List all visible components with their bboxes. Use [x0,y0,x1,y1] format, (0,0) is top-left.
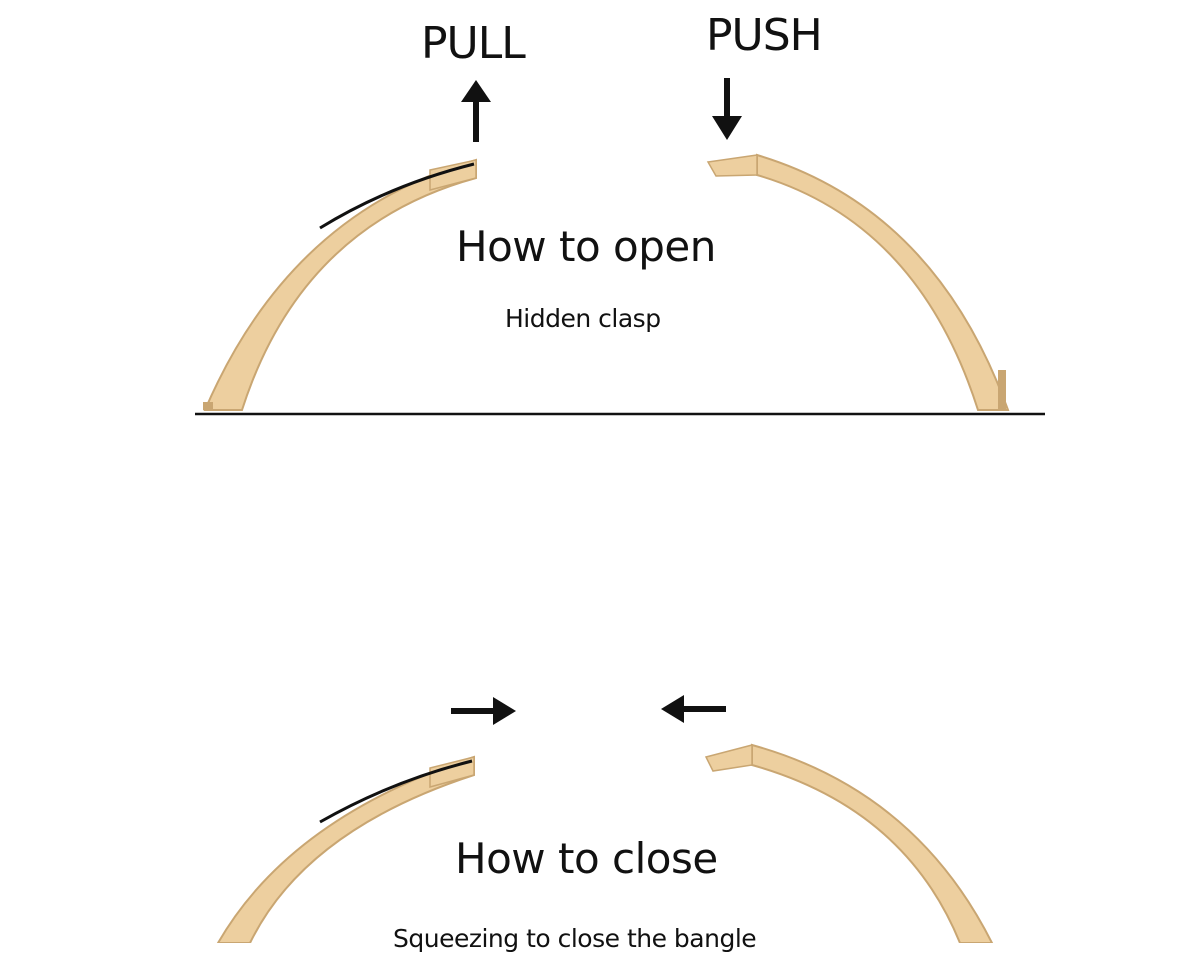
open-diagram [195,78,1045,416]
bangle-right-foot-open [998,370,1006,410]
bangle-left-inner-edge-close [319,759,473,824]
bangle-left-foot-open [203,402,213,410]
open-subtitle: Hidden clasp [505,304,661,333]
bangle-right-half-close [751,743,994,943]
close-subtitle: Squeezing to close the bangle [393,924,757,953]
bangle-right-clasp-tip-open [706,154,758,177]
close-diagram [216,695,994,943]
arrow-left-icon [661,695,726,723]
arrow-down-icon [712,78,742,140]
arrow-up-icon [461,80,491,142]
bangle-right-half-open [756,153,1010,411]
push-label: PUSH [706,10,823,61]
arrow-right-icon [451,697,516,725]
open-title: How to open [456,222,716,271]
bangle-left-half-open [203,158,477,411]
pull-label: PULL [421,18,526,69]
close-title: How to close [455,834,718,883]
bangle-left-inner-edge-open [319,162,475,230]
bangle-right-clasp-tip-close [704,744,753,772]
